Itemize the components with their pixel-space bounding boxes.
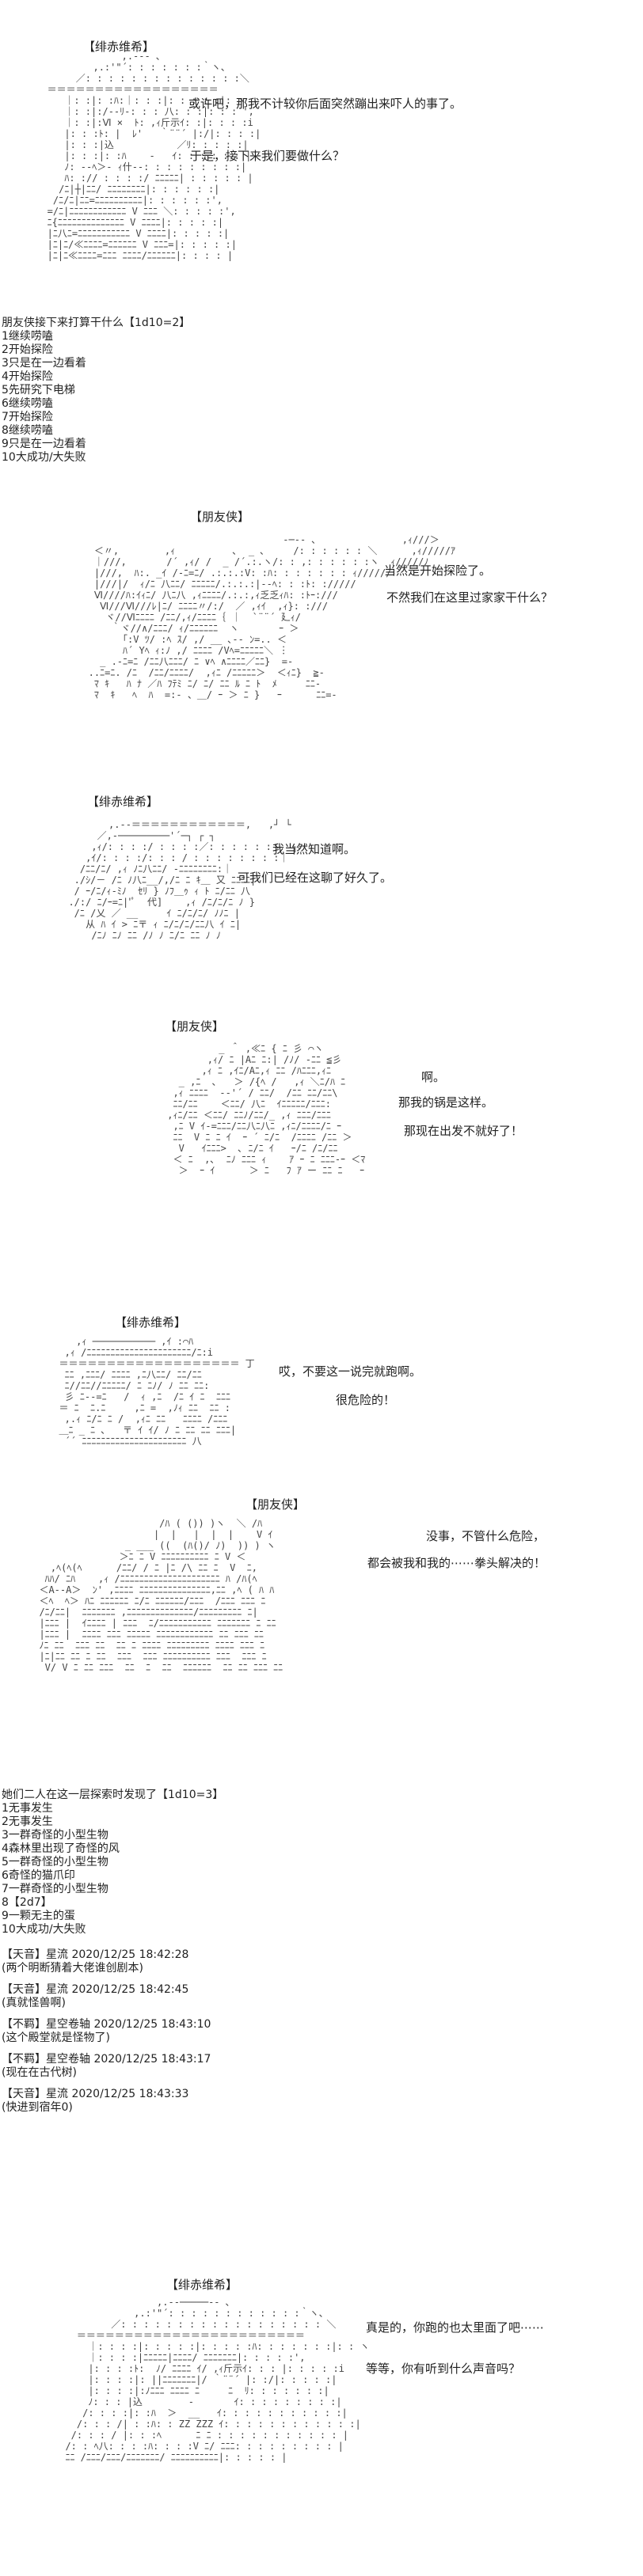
roll-item: 4开始探险 — [2, 370, 53, 383]
roll-title: 她们二人在这一层探索时发现了【1d10=3】 — [2, 1789, 224, 1801]
dialogue-line: 于是，接下来我们要做什么？ — [190, 149, 345, 163]
roll-item: 1继续唠嗑 — [2, 330, 53, 343]
roll-item: 6继续唠嗑 — [2, 397, 53, 410]
panel-1: 【绯赤维希】 ,.-‐- ､ ,.:'"´: : : : : : :｀ヽ、 ／:… — [0, 0, 643, 317]
roll-list-2: 她们二人在这一层探索时发现了【1d10=3】 1无事发生 2无事发生 3一群奇怪… — [2, 1789, 223, 1937]
roll-item: 8继续唠嗑 — [2, 424, 53, 437]
roll-item: 7一群奇怪的小型生物 — [2, 1883, 108, 1895]
roll-item: 10大成功/大失败 — [2, 451, 86, 464]
roll-item: 5先研究下电梯 — [2, 384, 75, 396]
roll-list-1: 朋友侠接下来打算干什么【1d10=2】 1继续唠嗑 2开始探险 3只是在一边看着… — [2, 317, 190, 465]
comment-meta: 【天音】星流 2020/12/25 18:43:33 — [2, 2088, 189, 2100]
comment-list: 【天音】星流 2020/12/25 18:42:28 (两个明断猜着大佬谁创剧本… — [2, 1948, 211, 2115]
roll-item: 7开始探险 — [2, 411, 53, 423]
roll-item: 2开始探险 — [2, 343, 53, 356]
comment-meta: 【天音】星流 2020/12/25 18:42:45 — [2, 1983, 189, 1996]
roll-title: 朋友侠接下来打算干什么【1d10=2】 — [2, 317, 191, 329]
roll-item: 9一颗无主的蛋 — [2, 1910, 75, 1922]
roll-item: 9只是在一边看着 — [2, 438, 86, 450]
panel-header: 【绯赤维希】 — [87, 795, 159, 809]
panel-header: 【绯赤维希】 — [166, 2278, 238, 2292]
ascii-art-character: ,ｨ ─────────── ,ｲ :⌒ﾊ ,ｨ /ﾆﾆﾆﾆﾆﾆﾆﾆﾆﾆﾆﾆﾆﾆ… — [59, 1336, 255, 1447]
dialogue-line: 真是的，你跑的也太里面了吧⋯⋯ — [366, 2320, 545, 2335]
roll-item: 6奇怪的猫爪印 — [2, 1869, 75, 1882]
roll-item: 1无事发生 — [2, 1802, 53, 1815]
ascii-art-character: _ ＾ ,≪ﾆ { ﾆ 彡 ⌒ヽ ,ｨ/ ﾆ |Aﾆ ﾆ:| /ﾉ/ -ﾆﾆ ≦… — [167, 1043, 366, 1176]
comment-text: (快进到宿年0) — [2, 2101, 73, 2114]
comment-meta: 【不羁】星空卷轴 2020/12/25 18:43:10 — [2, 2018, 211, 2031]
dialogue-line: 都会被我和我的⋯⋯拳头解决的！ — [367, 1556, 546, 1570]
comment-meta: 【不羁】星空卷轴 2020/12/25 18:43:17 — [2, 2053, 211, 2066]
roll-item: 3一群奇怪的小型生物 — [2, 1829, 108, 1842]
panel-header: 【绯赤维希】 — [83, 40, 155, 54]
panel-6: 【朋友侠】 /ﾊ ( ()) )ヽ ＼ /ﾊ | | | | | V ｲ _ _… — [0, 1480, 643, 1781]
panel-3: 【绯赤维希】 ,.--＝＝＝＝＝＝＝＝＝＝＝＝, ,┘ └ ／,‐───────… — [0, 776, 643, 997]
dialogue-line: 哎，不要这一说完就跑啊。 — [279, 1364, 422, 1379]
dialogue-line: 不然我们在这里过家家干什么？ — [386, 590, 554, 605]
dialogue-line: 没事，不管什么危险， — [426, 1529, 546, 1543]
panel-4: 【朋友侠】 _ ＾ ,≪ﾆ { ﾆ 彡 ⌒ヽ ,ｨ/ ﾆ |Aﾆ ﾆ:| /ﾉ/… — [0, 997, 643, 1298]
roll-item: 2无事发生 — [2, 1815, 53, 1828]
dialogue-line: 我当然知道啊。 — [272, 842, 356, 856]
comment-meta: 【天音】星流 2020/12/25 18:42:28 — [2, 1948, 189, 1961]
dialogue-line: 啊。 — [421, 1070, 446, 1084]
roll-item: 8【2d7】 — [2, 1896, 52, 1909]
dialogue-line: 那现在出发不就好了！ — [404, 1124, 523, 1138]
ascii-art-character: ,.--＝＝＝＝＝＝＝＝＝＝＝＝, ,┘ └ ／,‐─────────'´─┐ … — [68, 819, 299, 941]
panel-5: 【绯赤维希】 ,ｨ ─────────── ,ｲ :⌒ﾊ ,ｨ /ﾆﾆﾆﾆﾆﾆﾆ… — [0, 1298, 643, 1480]
panel-header: 【朋友侠】 — [245, 1497, 306, 1512]
dialogue-line: 等等，你有听到什么声音吗？ — [366, 2362, 521, 2376]
roll-item: 10大成功/大失败 — [2, 1923, 86, 1936]
panel-header: 【朋友侠】 — [190, 510, 250, 524]
dialogue-line: 可我们已经在这聊了好久了。 — [238, 871, 393, 885]
ascii-art-character: /ﾊ ( ()) )ヽ ＼ /ﾊ | | | | | V ｲ _ ___ (( … — [39, 1518, 283, 1673]
panel-header: 【朋友侠】 — [165, 1019, 225, 1034]
ascii-art-character: ,.-‐- ､ ,.:'"´: : : : : : :｀ヽ、 ／: : : : … — [47, 51, 261, 261]
dialogue-line: 很危险的！ — [336, 1393, 396, 1407]
dialogue-line: 或许吧，那我不计较你后面突然蹦出来吓人的事了。 — [188, 97, 462, 111]
comment-text: (这个殿堂就是怪物了) — [2, 2032, 110, 2044]
ascii-art-character: ,.-‐─────‐- ､ ,.:'"´: : : : : : : : : : … — [65, 2297, 370, 2463]
roll-item: 3只是在一边看着 — [2, 357, 86, 370]
panel-7: 【绯赤维希】 ,.-‐─────‐- ､ ,.:'"´: : : : : : :… — [0, 2248, 643, 2564]
roll-item: 4森林里出现了奇怪的风 — [2, 1842, 120, 1855]
comment-text: (两个明断猜着大佬谁创剧本) — [2, 1962, 143, 1975]
comment-text: (真就怪兽啊) — [2, 1997, 66, 2009]
roll-item: 5一群奇怪的小型生物 — [2, 1856, 108, 1868]
dialogue-line: 当然是开始探险了。 — [384, 563, 492, 578]
dialogue-line: 那我的锅是这样。 — [398, 1095, 494, 1110]
panel-header: 【绯赤维希】 — [115, 1315, 187, 1330]
panel-2: 【朋友侠】 -─‐- ､ ,ｨ///＞ ＜〃, ,ｨ ､ _ ､ /: : : … — [0, 499, 643, 776]
comment-text: (现在在古代树) — [2, 2066, 77, 2079]
ascii-art-character: -─‐- ､ ,ｨ///＞ ＜〃, ,ｨ ､ _ ､ /: : : : : : … — [88, 534, 456, 700]
